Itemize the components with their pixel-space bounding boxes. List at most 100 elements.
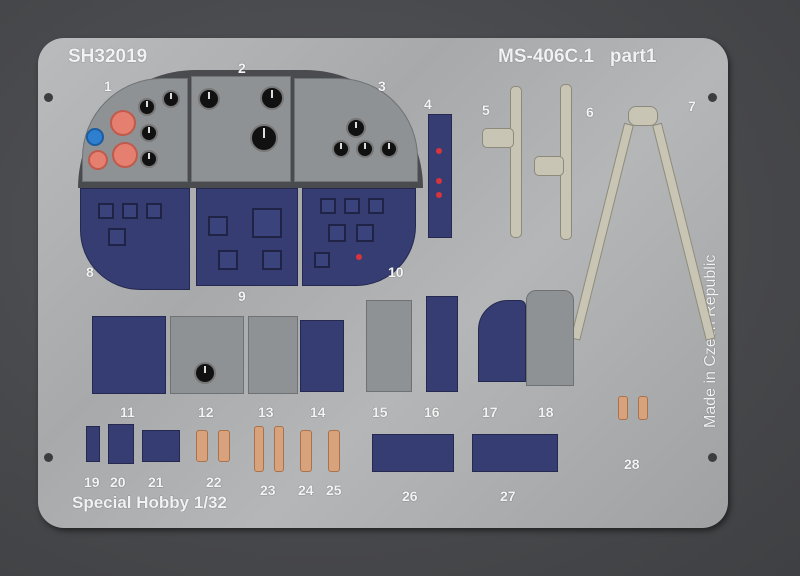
gauge-dial bbox=[356, 140, 374, 158]
part-number: 25 bbox=[326, 482, 342, 498]
instrument-hole bbox=[98, 203, 114, 219]
part-number: 9 bbox=[238, 288, 246, 304]
part-number: 18 bbox=[538, 404, 554, 420]
instrument-hole bbox=[314, 252, 330, 268]
part-23-strap bbox=[254, 426, 264, 472]
part-number: 22 bbox=[206, 474, 222, 490]
part-number: 12 bbox=[198, 404, 214, 420]
part-number: 3 bbox=[378, 78, 386, 94]
part-number: 16 bbox=[424, 404, 440, 420]
fret-title: MS-406C.1 part1 bbox=[498, 46, 657, 67]
gauge-dial bbox=[162, 90, 180, 108]
part-number: 19 bbox=[84, 474, 100, 490]
part-28-strap bbox=[638, 396, 648, 420]
fret-hole bbox=[708, 93, 717, 102]
instrument-hole bbox=[356, 224, 374, 242]
fret-hole bbox=[44, 453, 53, 462]
red-dial bbox=[112, 142, 138, 168]
instrument-hole bbox=[328, 224, 346, 242]
gauge-dial bbox=[194, 362, 216, 384]
part-15-panel bbox=[366, 300, 412, 392]
instrument-hole bbox=[122, 203, 138, 219]
part-25-pedal bbox=[328, 430, 340, 472]
part-6-bracket bbox=[534, 156, 564, 176]
part-14-panel bbox=[300, 320, 344, 392]
part-number: 10 bbox=[388, 264, 404, 280]
part-26-panel bbox=[372, 434, 454, 472]
part-22-pedal bbox=[218, 430, 230, 462]
photo-etched-fret: SH32019 MS-406C.1 part1 Special Hobby 1/… bbox=[38, 38, 728, 528]
instrument-hole bbox=[368, 198, 384, 214]
part-20 bbox=[108, 424, 134, 464]
part-28-strap bbox=[618, 396, 628, 420]
part-number: 23 bbox=[260, 482, 276, 498]
gauge-dial bbox=[380, 140, 398, 158]
instrument-hole bbox=[218, 250, 238, 270]
red-lamp bbox=[356, 254, 362, 260]
part-21 bbox=[142, 430, 180, 462]
part-23-strap bbox=[274, 426, 284, 472]
part-22-pedal bbox=[196, 430, 208, 462]
instrument-hole bbox=[146, 203, 162, 219]
gauge-dial bbox=[250, 124, 278, 152]
instrument-panel-9 bbox=[196, 188, 298, 286]
gauge-dial bbox=[198, 88, 220, 110]
part-27-panel bbox=[472, 434, 558, 472]
part-number: 2 bbox=[238, 60, 246, 76]
red-lamp bbox=[436, 148, 442, 154]
part-18-panel bbox=[526, 290, 574, 386]
fret-origin: Made in Czech Republic bbox=[702, 254, 719, 428]
part-24-pedal bbox=[300, 430, 312, 472]
gauge-dial bbox=[140, 124, 158, 142]
part-number: 1 bbox=[104, 78, 112, 94]
blue-dial bbox=[86, 128, 104, 146]
part-17-panel bbox=[478, 300, 526, 382]
fret-code: SH32019 bbox=[68, 46, 148, 67]
part-number: 6 bbox=[586, 104, 594, 120]
gauge-dial bbox=[140, 150, 158, 168]
part-4-strip bbox=[428, 114, 452, 238]
red-lamp bbox=[436, 192, 442, 198]
part-number: 7 bbox=[688, 98, 696, 114]
red-dial bbox=[110, 110, 136, 136]
part-5-bracket bbox=[510, 86, 522, 238]
part-number: 14 bbox=[310, 404, 326, 420]
part-16-panel bbox=[426, 296, 458, 392]
part-7-harness bbox=[652, 122, 716, 341]
part-19 bbox=[86, 426, 100, 462]
part-number: 5 bbox=[482, 102, 490, 118]
part-number: 27 bbox=[500, 488, 516, 504]
part-13-panel bbox=[248, 316, 298, 394]
red-lamp bbox=[436, 178, 442, 184]
instrument-hole bbox=[262, 250, 282, 270]
red-dial bbox=[88, 150, 108, 170]
gauge-dial bbox=[260, 86, 284, 110]
part-number: 4 bbox=[424, 96, 432, 112]
part-11-panel bbox=[92, 316, 166, 394]
instrument-hole bbox=[344, 198, 360, 214]
part-number: 21 bbox=[148, 474, 164, 490]
part-number: 17 bbox=[482, 404, 498, 420]
fret-hole bbox=[708, 453, 717, 462]
fret-brand: Special Hobby 1/32 bbox=[72, 493, 227, 512]
instrument-hole bbox=[320, 198, 336, 214]
gauge-dial bbox=[346, 118, 366, 138]
part-number: 15 bbox=[372, 404, 388, 420]
fret-hole bbox=[44, 93, 53, 102]
part-7-harness bbox=[570, 122, 634, 341]
instrument-hole bbox=[252, 208, 282, 238]
part-7-harness bbox=[628, 106, 658, 126]
part-number: 20 bbox=[110, 474, 126, 490]
instrument-hole bbox=[108, 228, 126, 246]
part-number: 28 bbox=[624, 456, 640, 472]
part-number: 26 bbox=[402, 488, 418, 504]
gauge-dial bbox=[332, 140, 350, 158]
part-5-bracket bbox=[482, 128, 514, 148]
part-number: 24 bbox=[298, 482, 314, 498]
part-number: 11 bbox=[120, 404, 135, 420]
instrument-hole bbox=[208, 216, 228, 236]
part-number: 8 bbox=[86, 264, 94, 280]
part-number: 13 bbox=[258, 404, 274, 420]
gauge-dial bbox=[138, 98, 156, 116]
